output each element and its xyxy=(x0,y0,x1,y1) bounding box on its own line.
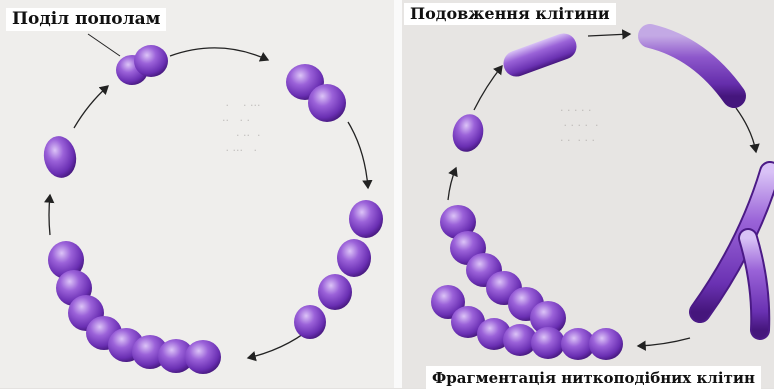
arrow-left-upper xyxy=(74,86,108,128)
filament-branched xyxy=(700,172,770,330)
arrow-r-top xyxy=(588,34,630,36)
label-binary-fission: Поділ пополам xyxy=(6,8,166,31)
cells-pair xyxy=(286,64,346,122)
arrow-r-left-lower xyxy=(448,168,456,200)
cell-dividing-top xyxy=(116,45,168,85)
arrow-right-upper xyxy=(348,122,368,188)
cell-single-right xyxy=(449,111,488,155)
arrow-r-bottom xyxy=(638,338,690,346)
cells-chain-long xyxy=(48,241,221,374)
arrow-r-left-upper xyxy=(474,66,502,110)
label-filament-fragmentation: Фрагментація ниткоподібних клітин xyxy=(426,366,761,389)
cell-single xyxy=(41,134,80,181)
label-pointer-line xyxy=(88,34,120,56)
cells-chain-four xyxy=(294,200,383,339)
rod-short xyxy=(500,30,580,80)
arrow-left-lower xyxy=(49,195,50,235)
arrow-top xyxy=(170,48,268,60)
cells-chain-fragmented xyxy=(431,205,623,360)
label-cell-elongation: Подовження клітини xyxy=(404,3,616,25)
arrow-r-right xyxy=(736,108,756,152)
